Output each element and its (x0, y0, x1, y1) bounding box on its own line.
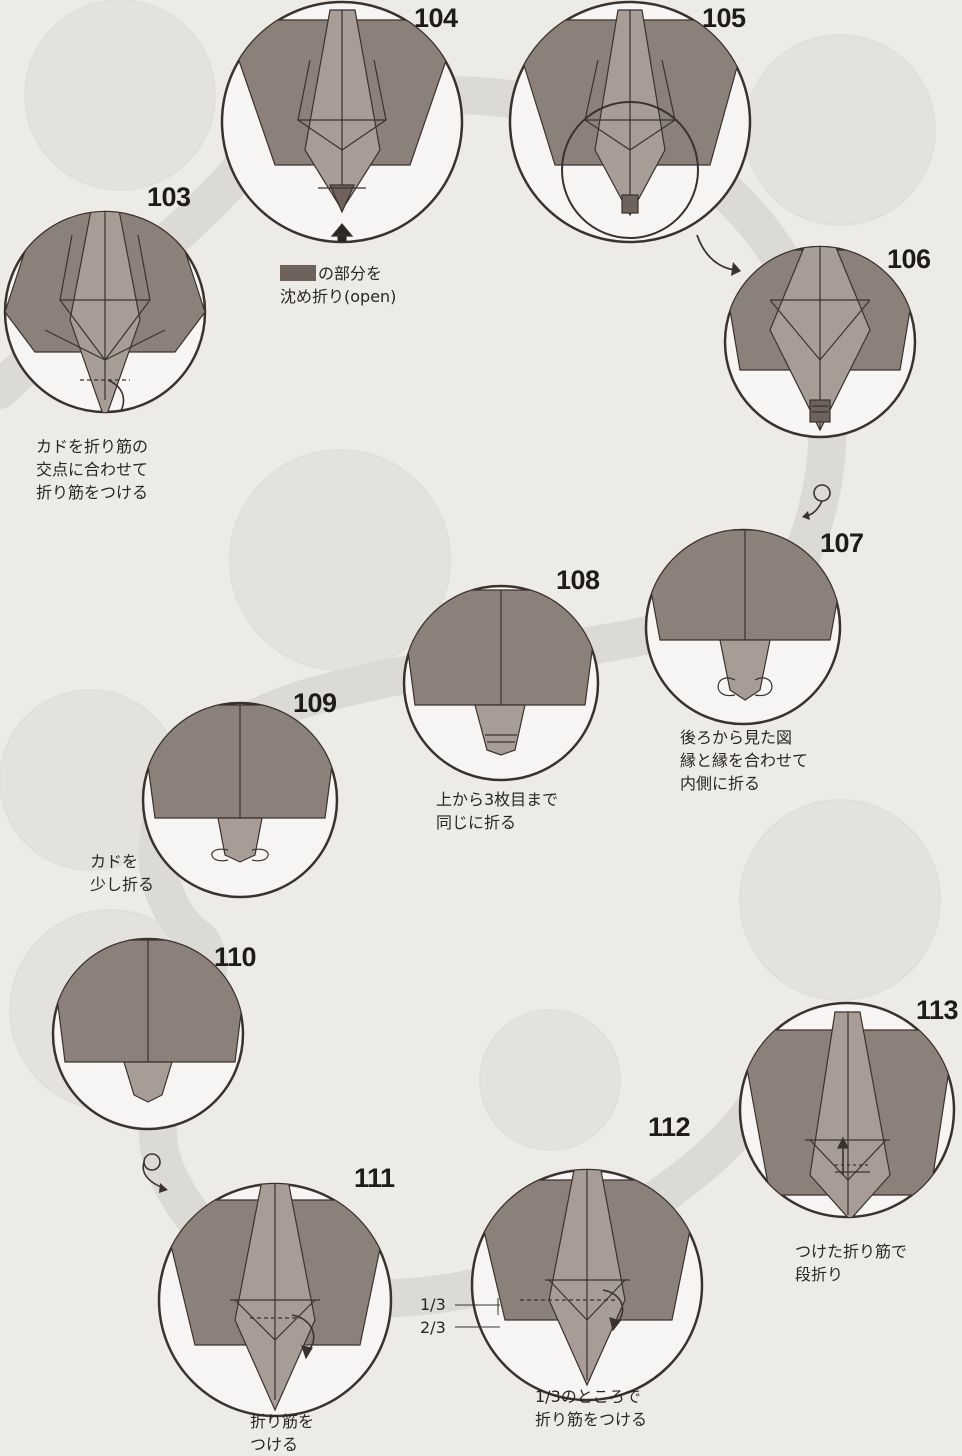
step-110-diagram (51, 937, 245, 1131)
step-111-diagram (157, 1182, 393, 1418)
step-109-caption: カドを 少し折る (90, 852, 155, 894)
zoom-arrow-icon (696, 234, 741, 276)
step-104-caption: の部分を 沈め折り(open) (280, 264, 397, 306)
step-112-caption: 1/3のところで 折り筋をつける (535, 1387, 648, 1429)
step-108-caption: 上から3枚目まで 同じに折る (436, 790, 559, 832)
step-105-diagram (508, 0, 752, 244)
sink-fold-legend-swatch (280, 265, 316, 281)
step-107-caption: 後ろから見た図 縁と縁を合わせて 内側に折る (680, 728, 809, 793)
step-111-caption: 折り筋を つける (250, 1412, 315, 1454)
ratio-label-two-thirds: 2/3 (420, 1318, 446, 1337)
step-104-diagram (220, 0, 464, 244)
step-107-diagram (644, 528, 842, 726)
step-103-diagram (3, 210, 207, 414)
step-106-diagram (723, 245, 917, 439)
step-number-103: 103 (147, 182, 191, 212)
step-number-108: 108 (556, 565, 600, 595)
step-number-112: 112 (648, 1112, 691, 1142)
turn-over-icon (142, 1153, 168, 1193)
step-109-diagram (141, 701, 339, 899)
step-number-110: 110 (214, 942, 257, 972)
step-number-104: 104 (414, 3, 458, 33)
step-113-caption: つけた折り筋で 段折り (795, 1242, 908, 1284)
step-108-diagram (402, 584, 600, 782)
step-112-diagram (455, 1168, 704, 1402)
step-number-106: 106 (887, 244, 931, 274)
step-number-107: 107 (820, 528, 864, 558)
step-103-caption: カドを折り筋の 交点に合わせて 折り筋をつける (36, 437, 149, 502)
step-number-111: 111 (354, 1163, 395, 1193)
step-number-109: 109 (293, 688, 337, 718)
step-number-105: 105 (702, 3, 746, 33)
turn-over-icon (802, 484, 831, 520)
step-number-113: 113 (916, 995, 959, 1025)
step-113-diagram (738, 1001, 956, 1219)
ratio-label-one-third: 1/3 (420, 1295, 446, 1314)
